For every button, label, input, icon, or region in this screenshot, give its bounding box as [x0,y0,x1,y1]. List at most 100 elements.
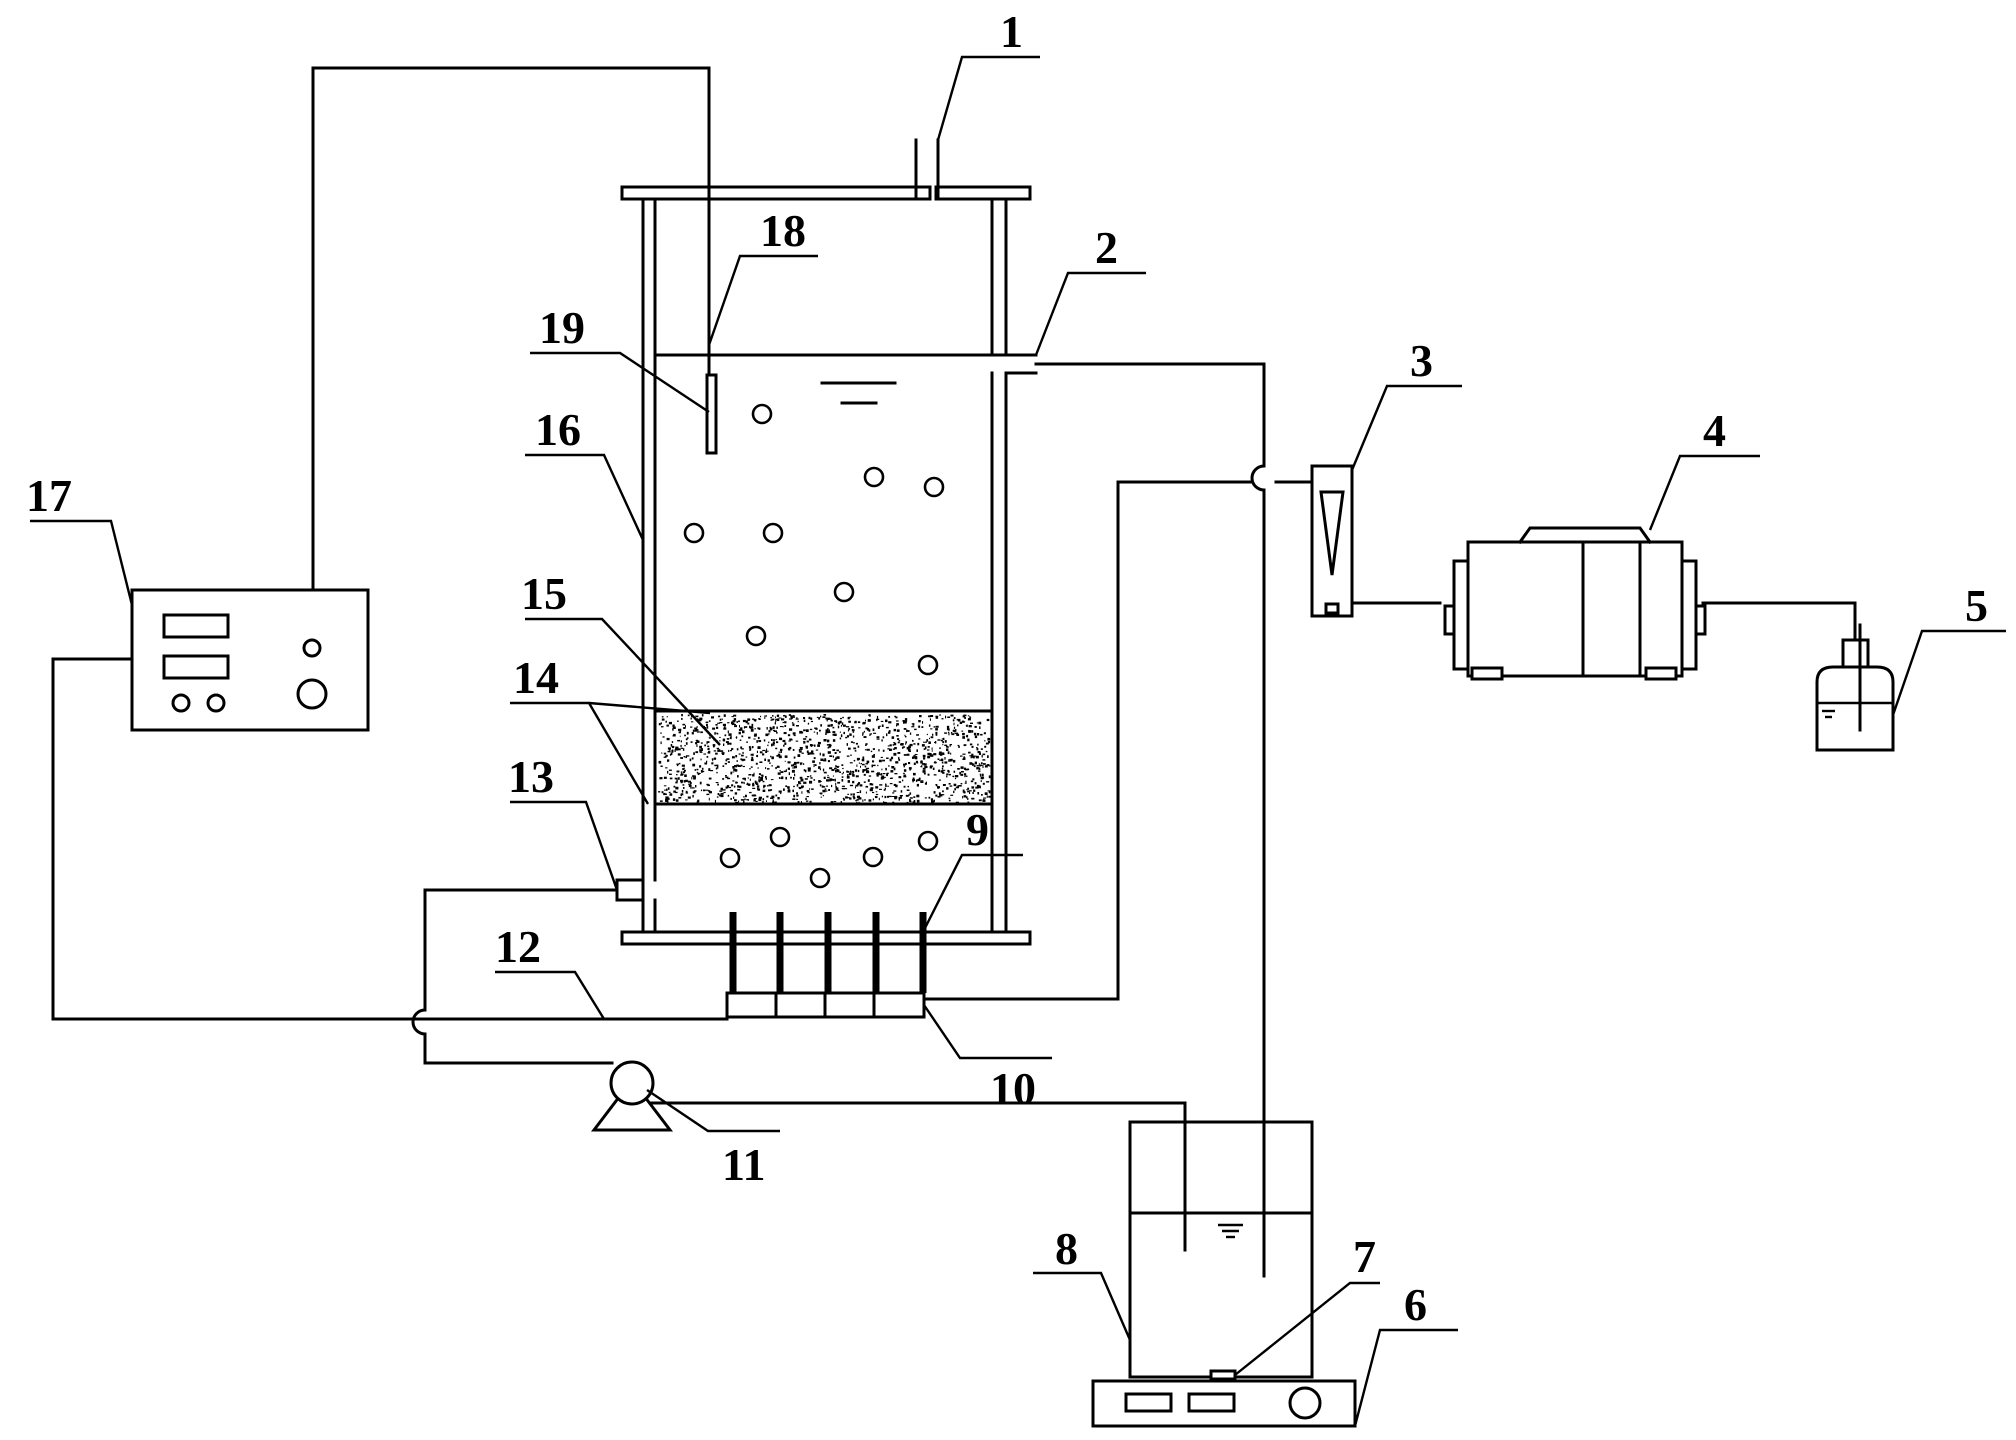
media-particle [834,733,837,736]
media-particle [946,748,949,751]
media-particle [801,791,803,794]
media-particle [884,787,886,790]
label-7: 7 [1353,1231,1376,1282]
media-particle [926,739,929,742]
media-particle [814,744,816,747]
media-particle [688,783,691,785]
media-particle [756,785,760,788]
media-particle [737,785,740,788]
media-particle [976,767,980,769]
media-particle [680,793,684,796]
media-particle [668,748,671,751]
media-particle [932,733,934,736]
pump-handle [1517,526,1653,545]
media-particle [876,715,879,719]
media-particle [978,770,981,772]
media-particle [731,716,734,718]
media-particle [691,732,694,735]
media-particle [871,755,875,758]
media-particle [675,748,678,751]
media-particle [980,776,984,780]
media-particle [827,746,830,749]
label-19: 19 [539,302,585,353]
media-particle [840,801,842,804]
media-particle [700,789,703,792]
media-particle [950,714,954,717]
media-particle [854,750,857,752]
media-particle [796,784,799,787]
media-particle [753,719,757,721]
media-particle [974,725,977,728]
media-particle [661,726,664,728]
media-particle [909,750,911,752]
electrode-array [725,912,927,1019]
media-particle [823,771,827,774]
media-particle [756,740,758,743]
media-particle [680,740,682,743]
media-particle [928,724,931,727]
media-particle [895,761,899,764]
media-particle [755,783,759,785]
media-particle [935,794,938,797]
media-particle [825,717,828,720]
media-particle [878,759,882,763]
controller-main-knob[interactable] [296,678,328,710]
controller-display-1[interactable] [162,613,230,639]
stirrer-display-1[interactable] [1124,1392,1173,1413]
media-particle [945,745,948,748]
stirrer-display-2[interactable] [1187,1392,1236,1413]
media-particle [912,778,915,782]
media-particle [765,733,769,737]
stirrer-knob[interactable] [1288,1386,1322,1420]
media-particle [971,745,974,748]
media-particle [834,752,837,754]
media-particle [841,776,844,778]
media-particle [923,741,926,743]
media-particle [986,764,990,766]
media-particle [731,784,734,787]
media-particle [904,769,906,771]
media-particle [770,719,773,721]
media-particle [826,779,830,782]
media-particle [785,785,788,787]
media-particle [711,716,714,719]
media-particle [948,728,950,731]
media-particle [795,740,799,742]
controller-knob-small-1[interactable] [171,693,191,713]
media-particle [788,772,790,776]
label-13: 13 [508,751,554,802]
media-particle [706,726,709,729]
media-particle [988,790,991,794]
media-particle [792,716,796,718]
media-particle [696,744,698,747]
controller-display-2[interactable] [162,654,230,680]
media-particle [912,739,914,742]
media-particle [695,785,697,788]
media-particle [955,786,959,789]
media-particle [799,730,803,734]
media-particle [661,718,665,721]
bubble [917,654,939,676]
tank-body [1128,1120,1314,1379]
media-particle [982,765,984,768]
media-particle [780,791,782,795]
media-particle [799,750,802,753]
media-particle [962,732,965,736]
media-particle [768,741,770,744]
leader-16 [525,453,645,541]
media-particle [772,743,775,746]
media-particle [837,789,840,791]
media-particle [984,740,986,742]
recirculation-inlet-port [615,878,645,902]
media-particle [704,744,706,747]
media-particle [878,725,882,727]
media-particle [822,716,826,718]
media-particle [724,762,727,765]
media-particle [696,740,700,743]
media-particle [747,777,749,779]
controller-knob-small-2[interactable] [206,693,226,713]
reactor-lid-right [934,185,1032,201]
media-particle [743,778,746,780]
pump-rotor[interactable] [609,1060,655,1106]
